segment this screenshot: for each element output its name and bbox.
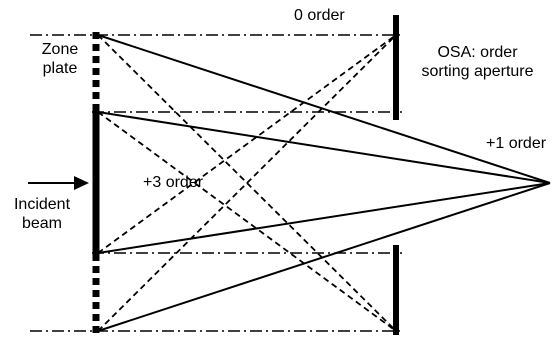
ray-third-order-c (97, 34, 397, 254)
third-order-rays (97, 34, 397, 332)
zero-order-label: 0 order (294, 7, 345, 24)
plus-three-order-label: +3 order (143, 174, 204, 191)
osa-label-line2: sorting aperture (421, 63, 534, 80)
incident-beam-arrow (28, 176, 89, 190)
ray-lower-to-focus (97, 182, 551, 254)
arrow-head (74, 176, 89, 190)
ray-third-order-d (97, 34, 397, 332)
zone-plate-label-line1: Zone (41, 41, 79, 58)
incident-beam-label-line2: beam (21, 215, 63, 232)
incident-beam-label: Incident beam (4, 195, 80, 233)
incident-beam-label-line1: Incident (13, 196, 71, 213)
ray-bottom-to-focus (97, 182, 551, 332)
first-order-rays (97, 34, 551, 332)
zone-plate-label: Zone plate (30, 40, 90, 78)
plus-one-order-label: +1 order (486, 135, 547, 152)
zone-plate-label-line2: plate (42, 60, 78, 77)
optical-axes (30, 34, 402, 332)
osa-label-line1: OSA: order (437, 44, 518, 61)
ray-top-to-focus (97, 34, 551, 184)
ray-upper-to-focus (97, 111, 551, 184)
osa-label: OSA: order sorting aperture (410, 43, 545, 81)
ray-third-order-b (97, 111, 397, 332)
